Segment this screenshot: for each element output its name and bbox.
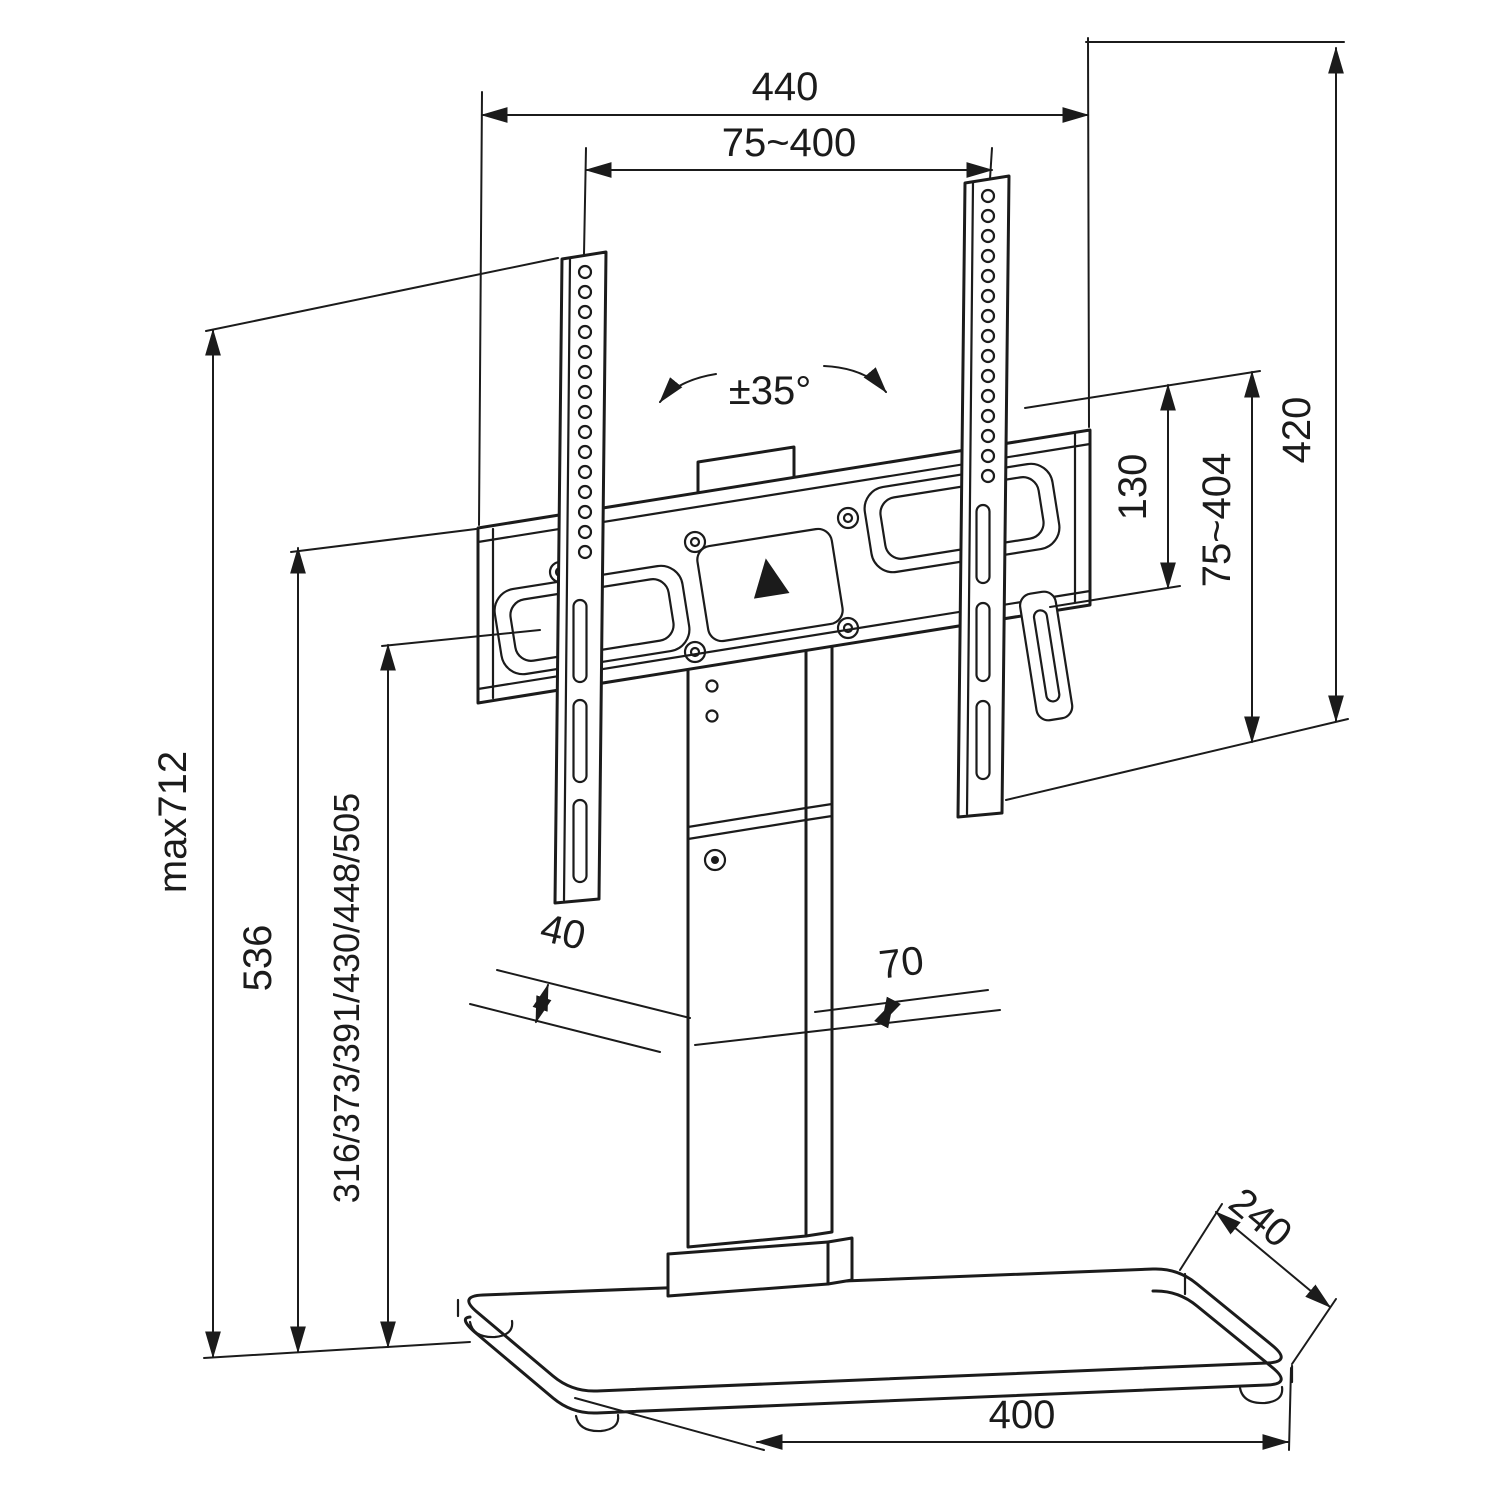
extension-line: [496, 969, 691, 1019]
center-plate: [696, 527, 844, 643]
column-joint: [686, 806, 808, 841]
dimension-440: 440: [478, 37, 1090, 526]
base-top-face: [467, 1267, 1283, 1393]
dim-label-vesa-width: 75~400: [722, 121, 857, 165]
extension-line: [989, 147, 993, 180]
column-screw-hole: [705, 679, 719, 693]
lock-hole: [703, 848, 727, 872]
column-joint-side: [804, 802, 834, 822]
dim-label-bracket-height: 420: [1275, 397, 1319, 464]
extension-line: [290, 528, 477, 553]
column-side-face: [804, 636, 834, 1238]
dim-label-adapter-height: 130: [1111, 454, 1155, 521]
dimension-70: 70: [694, 939, 1001, 1046]
dimension-40: 40: [469, 906, 691, 1053]
extension-line: [694, 1009, 1001, 1046]
base-foot: [574, 1413, 620, 1433]
swivel-arrow-left-icon: [659, 373, 717, 404]
extension-line: [205, 257, 559, 332]
base-foot: [1238, 1385, 1284, 1405]
base-foot: [468, 1319, 514, 1339]
dim-label-height-steps: 316/373/391/430/448/505: [326, 793, 367, 1203]
dim-label-vesa-height: 75~404: [1195, 453, 1239, 588]
support-column: [666, 636, 854, 1298]
extension-line: [1005, 718, 1349, 801]
crossbar-outline: [476, 428, 1092, 705]
dimension-line: [1214, 1211, 1332, 1308]
dim-label-column-width: 70: [877, 939, 927, 988]
extension-line: [1049, 585, 1181, 608]
lock-hole-center: [711, 856, 719, 864]
extension-line: [583, 147, 587, 255]
right-slotted-tab: [1018, 590, 1074, 722]
column-foot-front: [666, 1240, 830, 1298]
extension-line: [574, 1397, 765, 1451]
extension-line: [1087, 37, 1090, 428]
extension-line: [203, 1341, 471, 1359]
column-front-face: [686, 641, 808, 1249]
dimension-400: 400: [574, 1367, 1292, 1451]
dimension-130: 130: [1024, 370, 1261, 608]
vesa-holes-left: [577, 264, 593, 560]
vesa-slots-left: [572, 598, 588, 884]
extension-line: [814, 989, 989, 1013]
dimension-75-400: 75~400: [583, 121, 994, 255]
column-foot-side: [826, 1236, 854, 1286]
extension-line: [1024, 370, 1261, 409]
vesa-holes-right: [980, 188, 996, 484]
dim-label-overall-width: 440: [752, 65, 819, 109]
extension-line: [469, 1003, 661, 1053]
extension-line: [1291, 1298, 1337, 1365]
base-plate: [456, 1267, 1294, 1433]
swivel-arrow-right-icon: [823, 365, 887, 394]
extension-line: [1288, 1367, 1292, 1451]
dimension-420: 420: [1085, 41, 1345, 723]
dimension-536: 536: [236, 528, 477, 1354]
dim-label-column-height: 536: [236, 925, 280, 992]
vesa-bracket-right: [956, 174, 1011, 819]
column-screw-hole: [705, 709, 719, 723]
extension-line: [381, 629, 541, 647]
dimension-swivel-angle: ±35°: [659, 365, 887, 413]
dim-label-max-height: max712: [151, 751, 195, 893]
dim-label-base-width: 400: [989, 1393, 1056, 1437]
up-arrow-icon: [753, 558, 790, 599]
vesa-bracket-left: [553, 250, 608, 905]
extension-line: [1179, 1203, 1223, 1271]
extension-line: [478, 91, 483, 526]
dimension-max712: max712: [151, 257, 559, 1359]
dim-label-column-depth: 40: [536, 906, 589, 959]
dim-label-base-depth: 240: [1221, 1180, 1300, 1257]
vesa-slots-right: [975, 503, 991, 781]
dimension-line: [874, 996, 901, 1029]
dimension-line: [532, 983, 552, 1024]
dimension-75-404: 75~404: [1005, 370, 1349, 801]
swivel-angle-label: ±35°: [729, 369, 811, 413]
dimension-height-steps: 316/373/391/430/448/505: [326, 629, 541, 1349]
base-bottom-edge: [463, 1289, 1283, 1415]
